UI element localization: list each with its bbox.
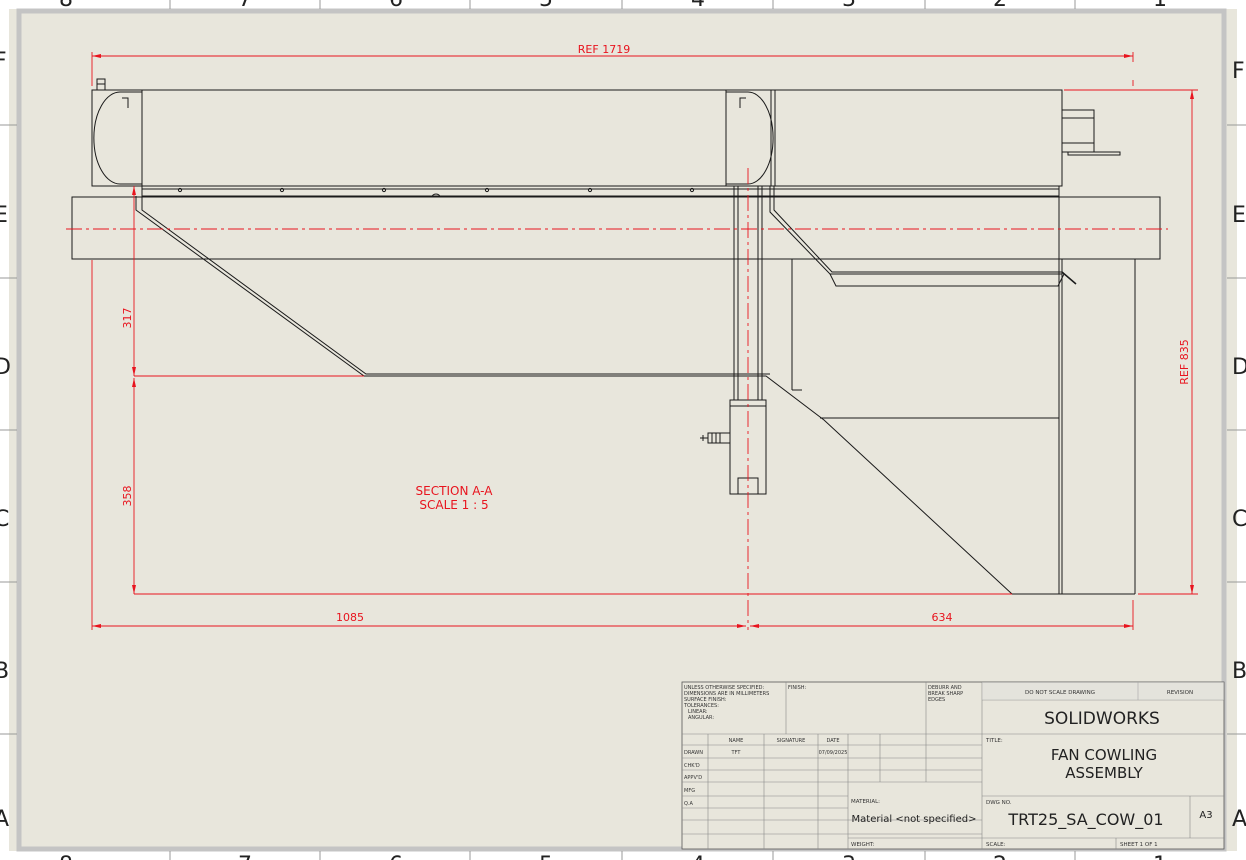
do-not-scale-note: DO NOT SCALE DRAWING (1025, 690, 1095, 696)
finish-label: FINISH: (788, 685, 806, 691)
tolerance-note-line5: LINEAR: (688, 709, 708, 715)
zone-col-5-bottom: 5 (539, 853, 553, 860)
zone-col-5: 5 (539, 0, 553, 12)
zone-row-f-left: F (0, 49, 7, 74)
tolerance-note-line1: UNLESS OTHERWISE SPECIFIED: (684, 685, 764, 691)
zone-col-7-bottom: 7 (238, 853, 252, 860)
zone-row-b-left: B (0, 659, 9, 684)
middle-fan-arc (726, 91, 774, 185)
material-value: Material <not specified> (852, 814, 977, 825)
tolerance-note-line6: ANGULAR: (688, 715, 714, 721)
zone-row-labels-left: F E D C B A (0, 49, 11, 832)
zone-col-7: 7 (238, 0, 252, 12)
zone-row-c-right: C (1232, 507, 1246, 532)
row-label-drawn: DRAWN (684, 750, 703, 756)
zone-row-labels-right: F E D C B A (1232, 59, 1246, 832)
drawing-frame (16, 8, 1227, 852)
section-label-scale: SCALE 1 : 5 (419, 498, 488, 512)
title-block-frame (681, 681, 1225, 850)
row-drawn-date: 07/09/2025 (819, 750, 848, 756)
deburr-note-line1: DEBURR AND (928, 685, 962, 691)
zone-col-6: 6 (389, 0, 403, 12)
dimension-geometry (66, 52, 1198, 630)
zone-row-a-right: A (1232, 807, 1246, 832)
deburr-note-line2: BREAK SHARP (928, 691, 963, 697)
row-label-qa: Q.A (684, 801, 694, 807)
rail-strip (141, 185, 1060, 197)
zone-col-2: 2 (993, 0, 1007, 12)
right-inner-duct (769, 186, 1062, 275)
zone-col-8-bottom: 8 (59, 853, 73, 860)
dwg-number: TRT25_SA_COW_01 (1007, 810, 1163, 830)
material-label: MATERIAL: (851, 799, 880, 805)
tolerance-note-line2: DIMENSIONS ARE IN MILLIMETERS (684, 691, 769, 697)
zone-col-4-bottom: 4 (691, 853, 705, 860)
tolerance-note-line4: TOLERANCES: (683, 703, 719, 709)
zone-row-b-right: B (1232, 659, 1246, 684)
dim-lower-height: 358 (121, 486, 134, 507)
drawing-title-line2: ASSEMBLY (1065, 764, 1143, 782)
zone-row-e-left: E (0, 203, 8, 228)
scale-label: SCALE: (986, 842, 1006, 848)
revision-label: REVISION (1167, 690, 1193, 696)
weight-label: WEIGHT: (851, 842, 875, 848)
zone-col-4: 4 (691, 0, 705, 12)
zone-column-labels-top: 8 7 6 5 4 3 2 1 (59, 0, 1167, 12)
dim-left-length: 1085 (336, 611, 364, 624)
zone-column-labels-bottom: 8 7 6 5 4 3 2 1 (59, 853, 1167, 860)
dimension-arrows (92, 54, 1194, 628)
deburr-note-line3: EDGES (928, 697, 945, 703)
left-duct-wall (135, 196, 1013, 595)
dim-overall-width: REF 1719 (578, 43, 630, 56)
zone-row-d-right: D (1232, 355, 1246, 380)
section-label-title: SECTION A-A (416, 484, 494, 498)
zone-row-a-left: A (0, 807, 9, 832)
zone-row-f-right: F (1232, 59, 1245, 84)
zone-col-2-bottom: 2 (993, 853, 1007, 860)
zone-row-c-left: C (0, 507, 9, 532)
col-header-name: NAME (729, 738, 744, 744)
col-header-signature: SIGNATURE (777, 738, 806, 744)
dim-right-length: 634 (932, 611, 953, 624)
zone-col-3-bottom: 3 (842, 853, 856, 860)
drawing-title-line1: FAN COWLING (1051, 746, 1157, 764)
company-name: SOLIDWORKS (1044, 709, 1160, 729)
zone-col-1: 1 (1153, 0, 1167, 12)
dim-overall-height: REF 835 (1178, 339, 1191, 384)
dwg-no-label: DWG NO. (986, 800, 1012, 806)
row-label-mfg: MFG (684, 788, 695, 794)
dim-upper-height: 317 (121, 308, 134, 329)
left-fan-arc (93, 91, 142, 185)
tolerance-note-line3: SURFACE FINISH: (684, 697, 727, 703)
title-block: UNLESS OTHERWISE SPECIFIED: DIMENSIONS A… (681, 681, 1225, 850)
zone-row-d-left: D (0, 355, 11, 380)
zone-col-3: 3 (842, 0, 856, 12)
zone-col-8: 8 (59, 0, 73, 12)
sheet-size: A3 (1199, 810, 1212, 821)
col-header-date: DATE (826, 738, 839, 744)
section-view-geometry (71, 78, 1161, 595)
horizontal-beam (71, 196, 1161, 260)
row-label-checked: CHK'D (684, 763, 700, 769)
row-label-approved: APPV'D (684, 775, 702, 781)
sheet-count: SHEET 1 OF 1 (1120, 842, 1158, 848)
zone-col-1-bottom: 1 (1153, 853, 1167, 860)
row-drawn-name: TFT (731, 750, 742, 756)
zone-row-e-right: E (1232, 203, 1246, 228)
zone-col-6-bottom: 6 (389, 853, 403, 860)
title-label: TITLE: (985, 738, 1003, 744)
